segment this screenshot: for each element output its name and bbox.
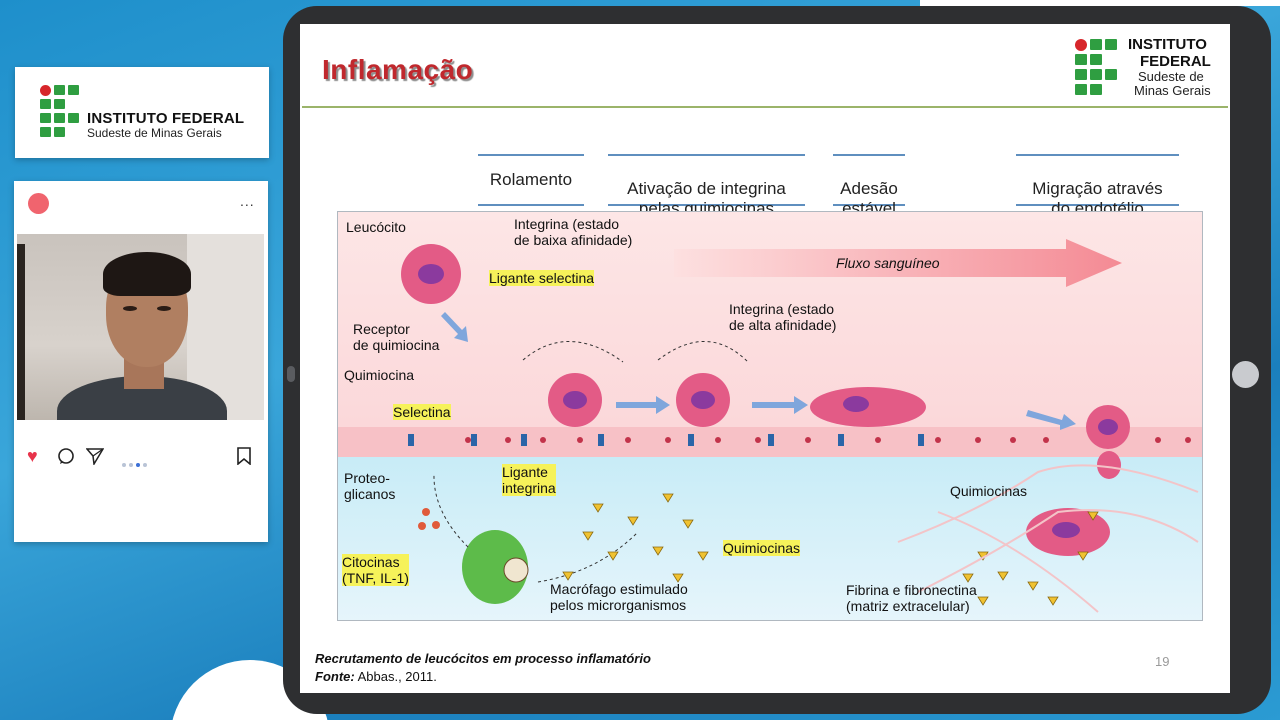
- label-integrina-alta: Integrina (estado de alta afinidade): [729, 301, 837, 333]
- label-quimiocina: Quimiocina: [344, 367, 415, 383]
- figure-caption: Recrutamento de leucócitos em processo i…: [315, 651, 651, 666]
- label-receptor: Receptor de quimiocina: [353, 321, 440, 353]
- label-quimiocinas-right: Quimiocinas: [950, 483, 1028, 499]
- label-fluxo-sanguineo: Fluxo sanguíneo: [836, 255, 940, 271]
- social-post-card: ... ♥: [14, 181, 268, 542]
- label-macrofago: Macrófago estimulado pelos microrganismo…: [550, 581, 688, 613]
- label-citocinas: Citocinas (TNF, IL-1): [342, 554, 409, 586]
- slide-title: Inflamação: [322, 54, 474, 85]
- figure-illustration: [338, 212, 1202, 620]
- leukocyte-recruitment-figure: Leucócito Integrina (estado de baixa afi…: [337, 211, 1203, 621]
- slide-logo-sub-2: Minas Gerais: [1134, 83, 1211, 98]
- stage-migracao: Migração através do endotélio: [1016, 154, 1179, 218]
- presentation-slide: Inflamação INSTITUTO FEDERAL Sudeste de …: [300, 24, 1230, 693]
- stage-label: Rolamento: [489, 170, 573, 189]
- tablet-camera: [287, 366, 295, 382]
- label-ligante-integrina: Ligante integrina: [502, 464, 556, 496]
- label-ligante-selectina: Ligante selectina: [489, 270, 595, 286]
- source-label: Fonte:: [315, 669, 355, 684]
- institution-subtitle: Sudeste de Minas Gerais: [87, 126, 222, 140]
- post-actions: ♥: [14, 443, 268, 469]
- institution-name: INSTITUTO FEDERAL: [87, 110, 245, 127]
- label-fibrina: Fibrina e fibronectina (matriz extracelu…: [846, 582, 977, 614]
- if-logo-icon: [40, 85, 80, 137]
- comment-icon[interactable]: [57, 443, 75, 472]
- if-logo-icon: [1075, 39, 1120, 95]
- institution-logo-card: INSTITUTO FEDERAL Sudeste de Minas Gerai…: [15, 67, 269, 158]
- label-selectina: Selectina: [393, 404, 451, 420]
- stage-ativacao: Ativação de integrina pelas quimiocinas: [608, 154, 805, 218]
- carousel-dots: [122, 454, 150, 472]
- label-proteoglicanos: Proteo- glicanos: [344, 470, 396, 502]
- more-options-button[interactable]: ...: [240, 193, 255, 209]
- send-icon[interactable]: [85, 443, 105, 472]
- label-integrina-baixa: Integrina (estado de baixa afinidade): [514, 216, 633, 248]
- heart-icon[interactable]: ♥: [27, 446, 38, 466]
- source-text: Abbas., 2011.: [354, 669, 437, 684]
- stage-adesao: Adesão estável: [833, 154, 905, 218]
- tablet-home-button[interactable]: [1232, 361, 1259, 388]
- stage-rolamento: Rolamento: [478, 154, 584, 206]
- slide-page-number: 19: [1155, 654, 1170, 669]
- background-strip: [920, 0, 1280, 6]
- webcam-video: [17, 234, 264, 420]
- slide-logo-sub-1: Sudeste de: [1138, 69, 1204, 84]
- figure-source: Fonte: Abbas., 2011.: [315, 669, 437, 684]
- bookmark-icon[interactable]: [236, 443, 252, 472]
- avatar[interactable]: [28, 193, 49, 214]
- title-divider: [302, 106, 1228, 108]
- label-leucocito: Leucócito: [346, 219, 406, 235]
- label-quimiocinas-mid: Quimiocinas: [723, 540, 801, 556]
- slide-logo-name-2: FEDERAL: [1140, 53, 1211, 70]
- slide-logo-name-1: INSTITUTO: [1128, 36, 1207, 53]
